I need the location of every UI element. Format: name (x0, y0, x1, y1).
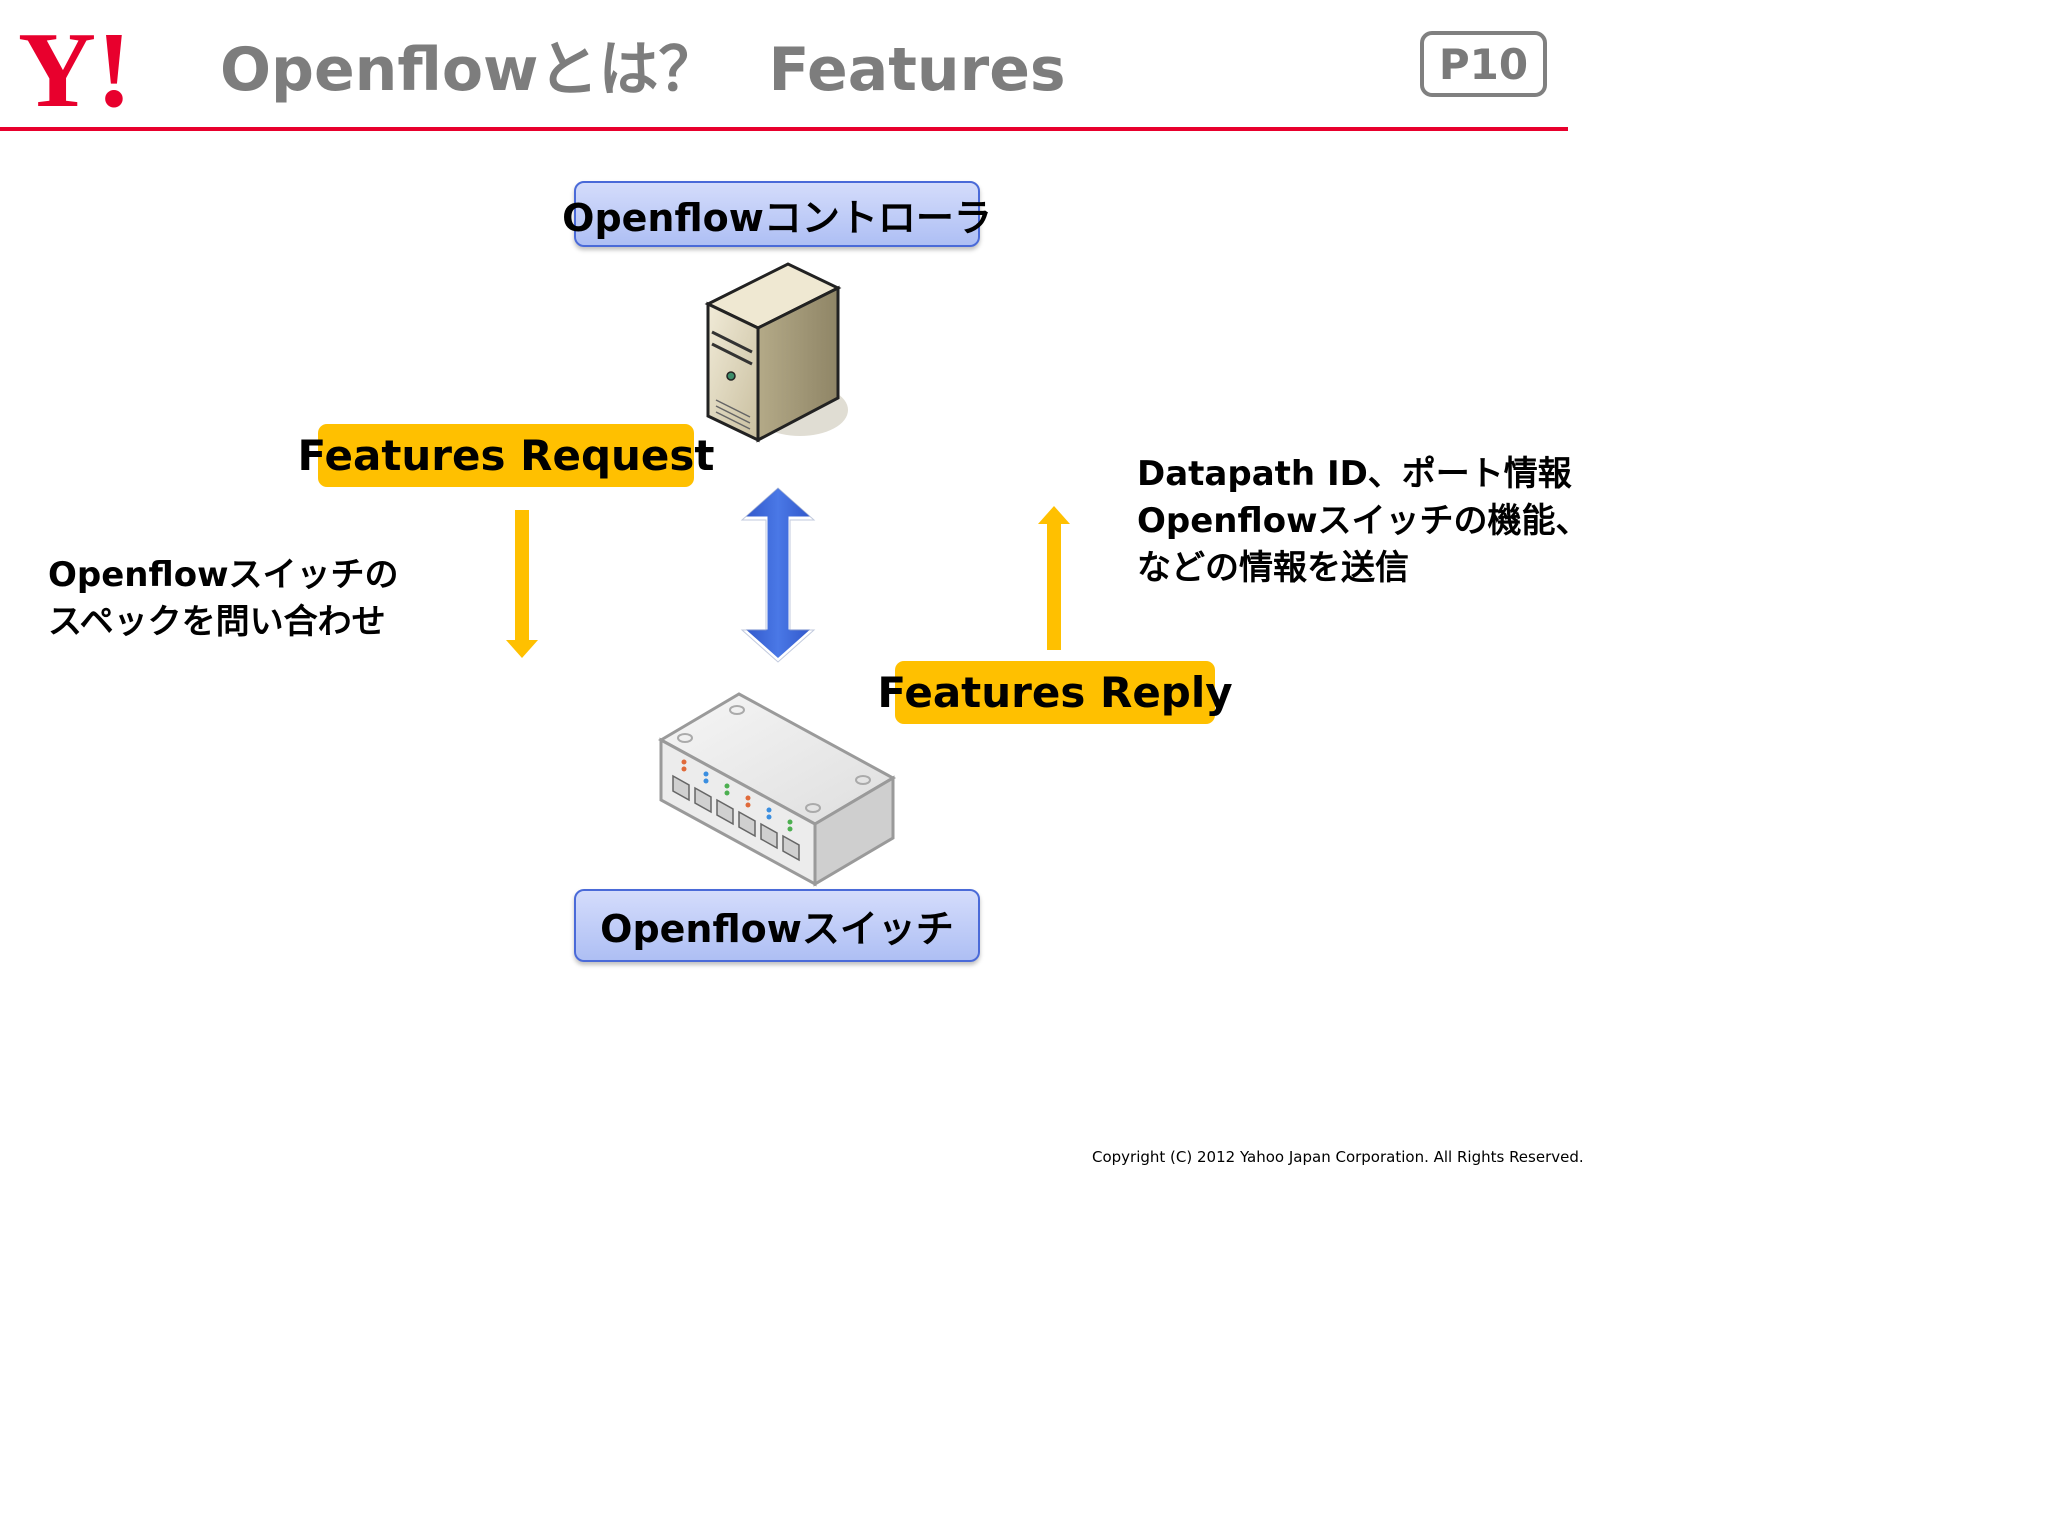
reply-description-line: Datapath ID、ポート情報 (1137, 454, 1572, 494)
reply-description: Datapath ID、ポート情報 Openflowスイッチの機能、 などの情報… (1137, 451, 1589, 592)
request-description-line: スペックを問い合わせ (48, 602, 386, 642)
network-switch-icon (657, 692, 897, 887)
title-sub: Features (768, 35, 1066, 105)
request-down-arrow (506, 510, 538, 658)
title-main: Openflowとは？ (220, 35, 719, 105)
request-description-line: Openflowスイッチの (48, 555, 399, 595)
reply-description-line: Openflowスイッチの機能、 (1137, 501, 1590, 541)
controller-label: Openflowコントローラ (562, 181, 992, 247)
page-title: Openflowとは？ Features (220, 30, 1066, 110)
server-tower-icon (704, 262, 848, 443)
features-reply-label: Features Reply (877, 661, 1233, 724)
reply-up-arrow (1038, 506, 1070, 650)
reply-description-line: などの情報を送信 (1137, 548, 1409, 588)
header-rule (0, 127, 1568, 131)
features-request-label: Features Request (298, 424, 714, 487)
copyright-text: Copyright (C) 2012 Yahoo Japan Corporati… (1092, 1148, 1584, 1166)
bidirectional-arrow (738, 483, 818, 663)
switch-label: Openflowスイッチ (574, 889, 980, 962)
yahoo-logo: Y! (18, 11, 132, 130)
logo-text: Y! (18, 11, 132, 130)
request-description: Openflowスイッチの スペックを問い合わせ (48, 552, 398, 646)
page-number-badge: P10 (1420, 31, 1547, 97)
